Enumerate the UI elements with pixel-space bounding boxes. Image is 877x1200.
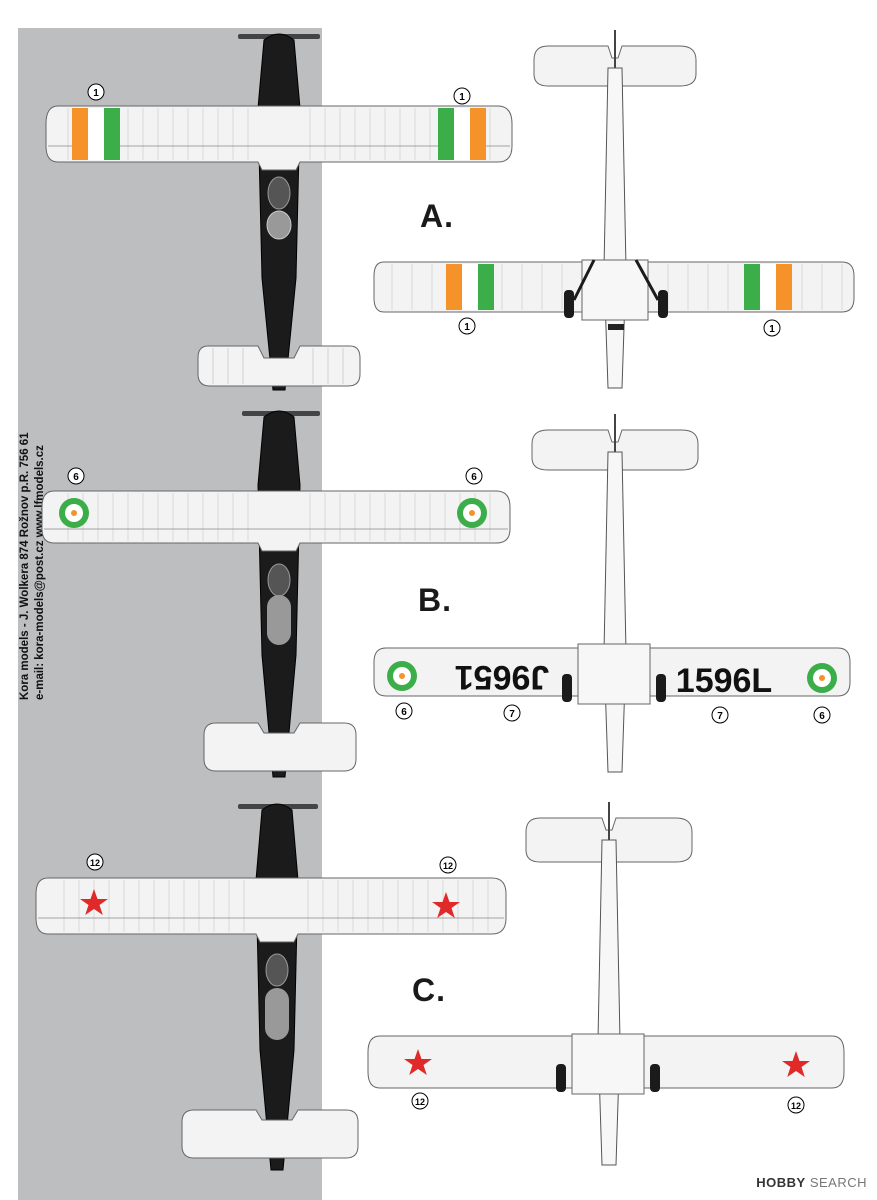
tricolour-band-right xyxy=(438,108,454,160)
watermark-suffix: SEARCH xyxy=(809,1175,867,1190)
scheme-a-bottom-view: 1 1 xyxy=(373,30,855,389)
roundel-left xyxy=(59,498,89,528)
red-star-lower-right xyxy=(782,1051,810,1077)
svg-text:6: 6 xyxy=(819,711,825,722)
credits-line-1: Kora models - J. Wolkera 874 Rožnov p.R.… xyxy=(19,432,31,700)
svg-text:7: 7 xyxy=(509,709,515,720)
scheme-c-bottom-view: 12 12 xyxy=(367,802,845,1166)
roundel-lower-left xyxy=(387,661,417,691)
watermark: HOBBY SEARCH xyxy=(756,1175,867,1190)
scheme-b-top-view: 6 6 xyxy=(41,410,511,778)
scheme-c-top-view: 12 12 xyxy=(35,803,507,1171)
decal-callout-upper-left: 1 xyxy=(87,83,105,101)
svg-text:1: 1 xyxy=(93,88,99,99)
svg-text:6: 6 xyxy=(73,472,79,483)
svg-text:12: 12 xyxy=(415,1097,425,1107)
decal-callout-upper-right: 1 xyxy=(453,87,471,105)
svg-text:7: 7 xyxy=(717,711,723,722)
scheme-c-label: C. xyxy=(412,972,446,1008)
scheme-a-label: A. xyxy=(420,198,454,234)
svg-text:6: 6 xyxy=(471,472,477,483)
svg-text:1: 1 xyxy=(769,324,775,335)
roundel-lower-right xyxy=(807,663,837,693)
scheme-b-bottom-view: J9651 1596L 6 7 7 6 xyxy=(373,414,851,773)
scheme-a-top-view: 1 1 xyxy=(45,33,513,391)
tricolour-band-left xyxy=(72,108,88,160)
svg-text:12: 12 xyxy=(90,858,100,868)
serial-lower-right: 1596L xyxy=(676,662,772,700)
red-star-left xyxy=(80,889,108,915)
svg-text:12: 12 xyxy=(443,861,453,871)
serial-lower-left: J9651 xyxy=(455,658,550,696)
svg-text:1: 1 xyxy=(459,92,465,103)
svg-text:12: 12 xyxy=(791,1101,801,1111)
roundel-right xyxy=(457,498,487,528)
red-star-lower-left xyxy=(404,1049,432,1075)
red-star-right xyxy=(432,892,460,918)
svg-text:6: 6 xyxy=(401,707,407,718)
svg-text:1: 1 xyxy=(464,322,470,333)
watermark-brand: HOBBY xyxy=(756,1175,806,1190)
scheme-b-label: B. xyxy=(418,582,452,618)
